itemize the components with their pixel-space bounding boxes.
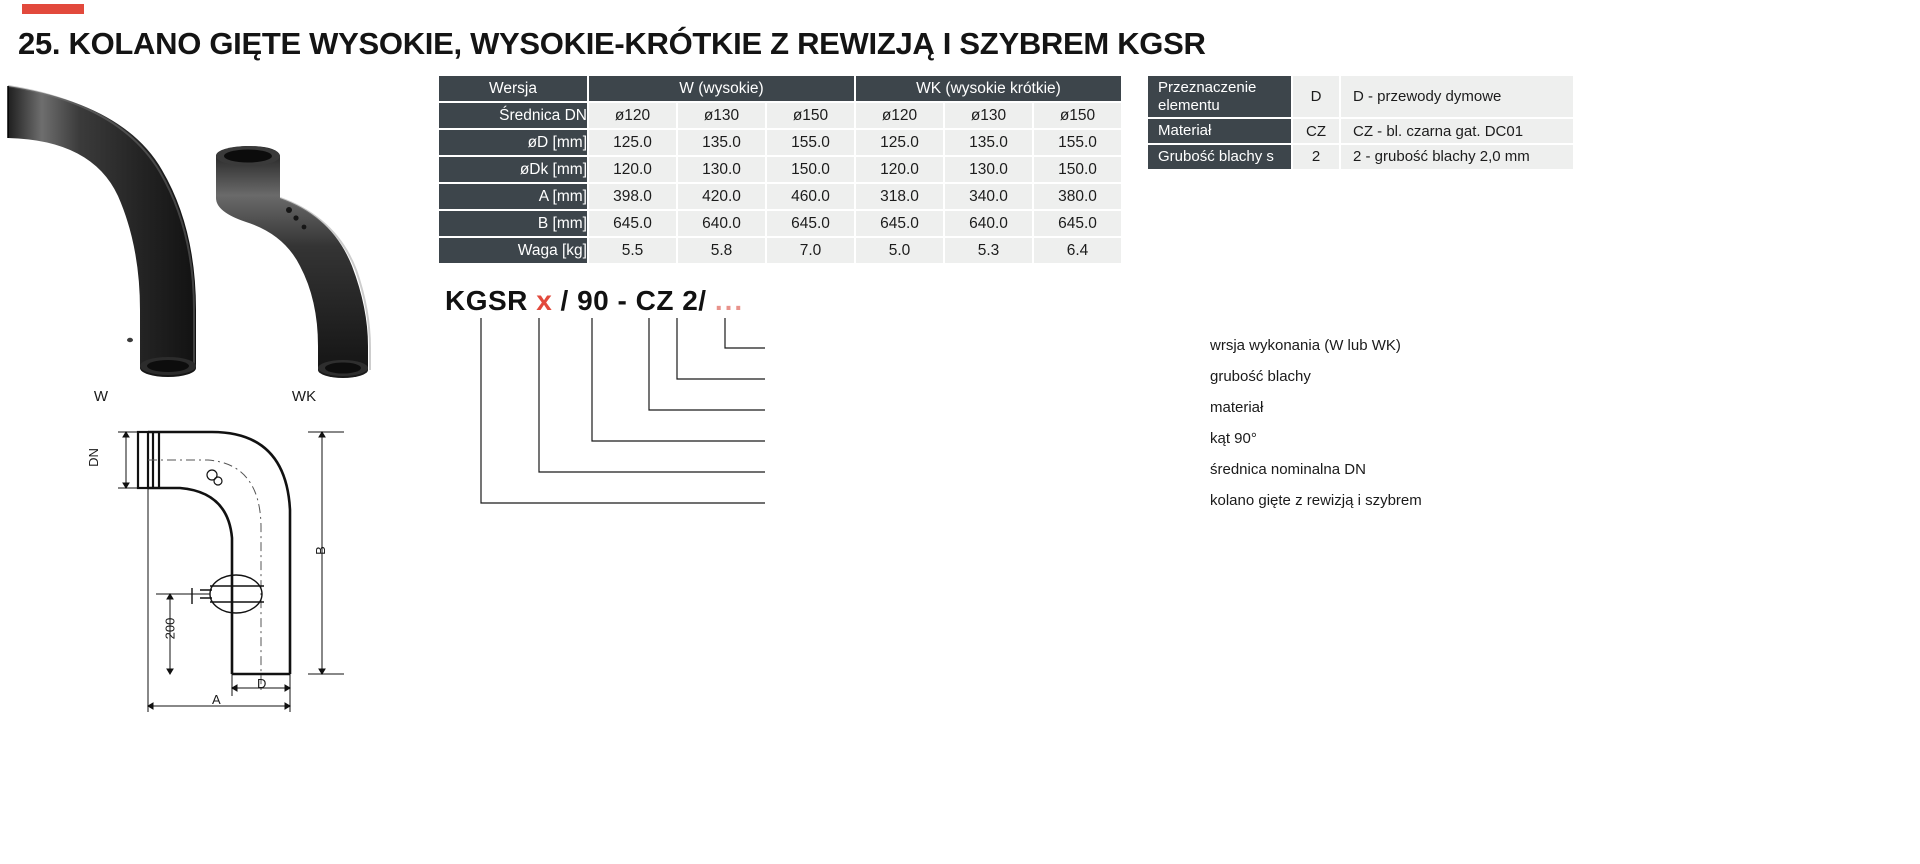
cell-value: 640.0 bbox=[945, 211, 1032, 236]
cell-value: 5.8 bbox=[678, 238, 765, 263]
header-group-wk: WK (wysokie krótkie) bbox=[856, 76, 1121, 101]
photo-caption-w: W bbox=[93, 388, 109, 405]
elbow-section-drawing bbox=[118, 430, 344, 712]
cell-value: 120.0 bbox=[856, 157, 943, 182]
code-segment: / 90 - CZ 2/ bbox=[560, 285, 707, 316]
dimensions-table: Wersja W (wysokie) WK (wysokie krótkie) … bbox=[437, 74, 1123, 265]
callout-label: kolano gięte z rewizją i szybrem bbox=[1210, 492, 1422, 509]
row-label: B [mm] bbox=[439, 211, 587, 236]
technical-drawing: DN B 200 D A bbox=[60, 418, 390, 718]
cell-value: 420.0 bbox=[678, 184, 765, 209]
callout-label: grubość blachy bbox=[1210, 368, 1311, 385]
code-prefix: KGSR bbox=[445, 285, 528, 316]
cell-value: 460.0 bbox=[767, 184, 854, 209]
row-description: 2 - grubość blachy 2,0 mm bbox=[1341, 145, 1573, 169]
cell-value: 150.0 bbox=[1034, 157, 1121, 182]
cell-value: ø120 bbox=[589, 103, 676, 128]
row-label: øDk [mm] bbox=[439, 157, 587, 182]
cell-value: ø130 bbox=[678, 103, 765, 128]
cell-value: 645.0 bbox=[589, 211, 676, 236]
table-row: Średnica DN ø120 ø130 ø150 ø120 ø130 ø15… bbox=[439, 103, 1121, 128]
row-label: A [mm] bbox=[439, 184, 587, 209]
dimension-label-b: B bbox=[312, 546, 328, 555]
callout-leader-lines bbox=[480, 318, 765, 504]
row-code: D bbox=[1293, 76, 1339, 118]
page-title: 25. KOLANO GIĘTE WYSOKIE, WYSOKIE-KRÓTKI… bbox=[18, 26, 1206, 61]
cell-value: 398.0 bbox=[589, 184, 676, 209]
cell-value: 380.0 bbox=[1034, 184, 1121, 209]
header-group-w: W (wysokie) bbox=[589, 76, 854, 101]
table-row: A [mm] 398.0 420.0 460.0 318.0 340.0 380… bbox=[439, 184, 1121, 209]
table-row: Materiał CZ CZ - bl. czarna gat. DC01 bbox=[1148, 119, 1573, 144]
cell-value: 5.3 bbox=[945, 238, 1032, 263]
table-header-row: Wersja W (wysokie) WK (wysokie krótkie) bbox=[439, 76, 1121, 101]
cell-value: 135.0 bbox=[945, 130, 1032, 155]
cell-value: 120.0 bbox=[589, 157, 676, 182]
callout-label: średnica nominalna DN bbox=[1210, 461, 1366, 478]
cell-value: 645.0 bbox=[767, 211, 854, 236]
row-description: CZ - bl. czarna gat. DC01 bbox=[1341, 119, 1573, 144]
cell-value: 5.5 bbox=[589, 238, 676, 263]
cell-value: 7.0 bbox=[767, 238, 854, 263]
cell-value: 135.0 bbox=[678, 130, 765, 155]
dimension-label-d: D bbox=[257, 676, 267, 691]
row-label: Grubość blachy s bbox=[1148, 145, 1291, 169]
row-label: øD [mm] bbox=[439, 130, 587, 155]
code-dots: ... bbox=[714, 285, 745, 316]
cell-value: 6.4 bbox=[1034, 238, 1121, 263]
cell-value: ø130 bbox=[945, 103, 1032, 128]
cell-value: 150.0 bbox=[767, 157, 854, 182]
callout-label: wrsja wykonania (W lub WK) bbox=[1210, 337, 1401, 354]
designation-table: Przeznaczenie elementu D D - przewody dy… bbox=[1146, 74, 1575, 171]
elbow-photo-group bbox=[7, 85, 371, 378]
photo-caption-wk: WK bbox=[291, 388, 317, 405]
cell-value: 645.0 bbox=[1034, 211, 1121, 236]
cell-value: 125.0 bbox=[856, 130, 943, 155]
photo-elbow-w bbox=[7, 85, 196, 377]
cell-value: 645.0 bbox=[856, 211, 943, 236]
cell-value: ø150 bbox=[1034, 103, 1121, 128]
table-row: øDk [mm] 120.0 130.0 150.0 120.0 130.0 1… bbox=[439, 157, 1121, 182]
code-callouts: wrsja wykonania (W lub WK) grubość blach… bbox=[440, 318, 1422, 518]
cell-value: 155.0 bbox=[767, 130, 854, 155]
cell-value: ø150 bbox=[767, 103, 854, 128]
row-code: CZ bbox=[1293, 119, 1339, 144]
table-row: Przeznaczenie elementu D D - przewody dy… bbox=[1148, 76, 1573, 118]
cell-value: 155.0 bbox=[1034, 130, 1121, 155]
table-row: Grubość blachy s 2 2 - grubość blachy 2,… bbox=[1148, 145, 1573, 169]
cell-value: ø120 bbox=[856, 103, 943, 128]
header-version: Wersja bbox=[439, 76, 587, 101]
row-description: D - przewody dymowe bbox=[1341, 76, 1573, 118]
cell-value: 640.0 bbox=[678, 211, 765, 236]
dimension-label-200: 200 bbox=[162, 617, 178, 640]
cell-value: 130.0 bbox=[945, 157, 1032, 182]
row-label: Średnica DN bbox=[439, 103, 587, 128]
row-label: Materiał bbox=[1148, 119, 1291, 144]
dimension-label-dn: DN bbox=[85, 448, 101, 467]
table-row: B [mm] 645.0 640.0 645.0 645.0 640.0 645… bbox=[439, 211, 1121, 236]
cell-value: 318.0 bbox=[856, 184, 943, 209]
cell-value: 125.0 bbox=[589, 130, 676, 155]
row-label: Przeznaczenie elementu bbox=[1148, 76, 1291, 118]
photo-elbow-wk bbox=[216, 146, 371, 378]
callout-label: materiał bbox=[1210, 399, 1264, 416]
dimension-label-a: A bbox=[212, 692, 221, 707]
cell-value: 340.0 bbox=[945, 184, 1032, 209]
row-code: 2 bbox=[1293, 145, 1339, 169]
code-variable: x bbox=[536, 285, 553, 316]
table-row: øD [mm] 125.0 135.0 155.0 125.0 135.0 15… bbox=[439, 130, 1121, 155]
cell-value: 130.0 bbox=[678, 157, 765, 182]
row-label: Waga [kg] bbox=[439, 238, 587, 263]
callout-label: kąt 90° bbox=[1210, 430, 1257, 447]
table-row: Waga [kg] 5.5 5.8 7.0 5.0 5.3 6.4 bbox=[439, 238, 1121, 263]
product-photos: W WK bbox=[0, 78, 430, 418]
red-accent-bar bbox=[22, 4, 84, 14]
product-code-notation: KGSR x / 90 - CZ 2/ ... bbox=[445, 285, 744, 317]
cell-value: 5.0 bbox=[856, 238, 943, 263]
